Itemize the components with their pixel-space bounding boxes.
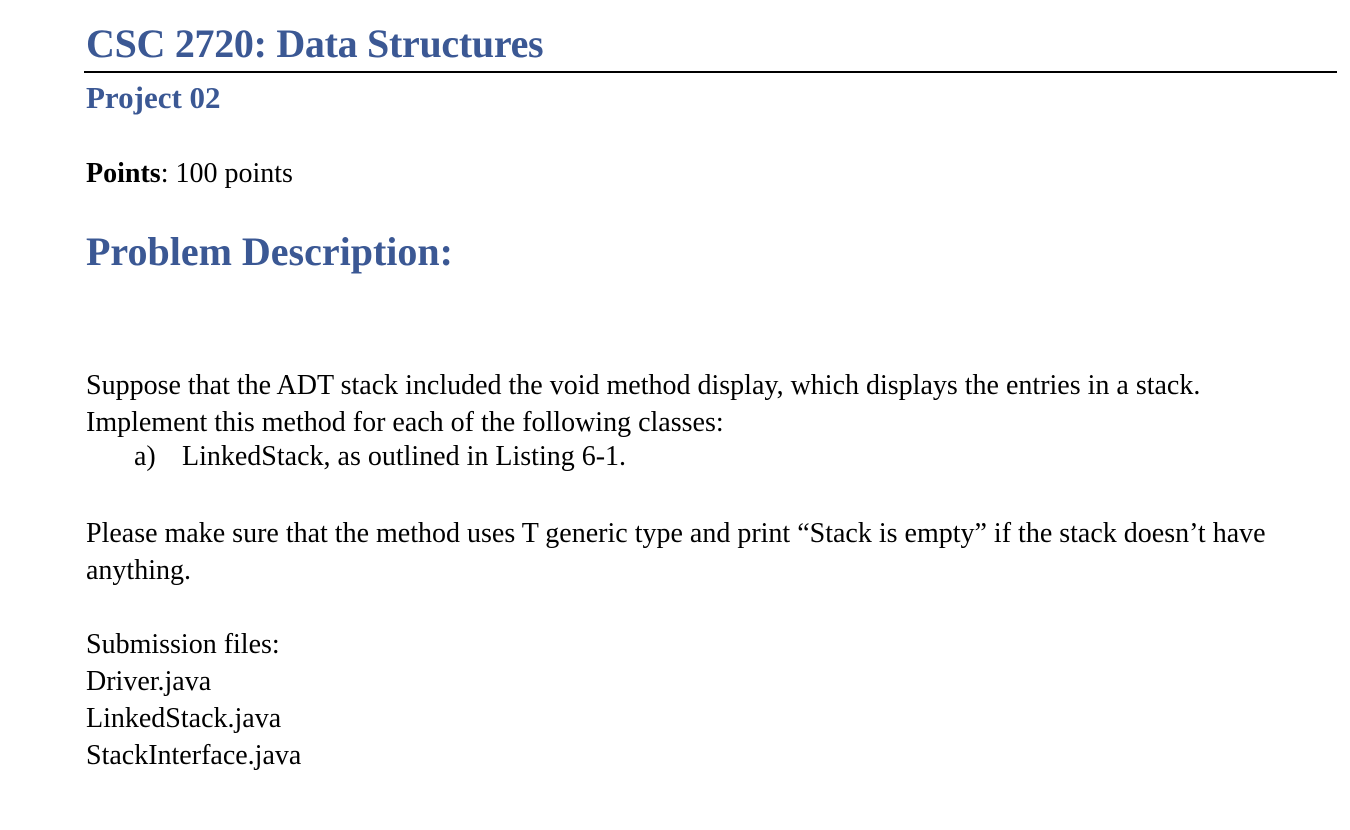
course-title: CSC 2720: Data Structures — [86, 21, 544, 66]
points-line: Points: 100 points — [86, 158, 293, 190]
section-heading: Problem Description: — [86, 229, 453, 274]
points-separator: : — [160, 158, 169, 189]
points-label: Points — [86, 158, 161, 189]
list-item: a) LinkedStack, as outlined in Listing 6-… — [134, 441, 626, 473]
submission-file: Driver.java — [86, 666, 212, 697]
project-subtitle: Project 02 — [86, 80, 221, 115]
submission-file: LinkedStack.java — [86, 703, 282, 734]
list-item-text: LinkedStack, as outlined in Listing 6-1. — [182, 441, 627, 472]
problem-paragraph: Suppose that the ADT stack included the … — [86, 370, 1201, 438]
submission-section: Submission files: Driver.java LinkedStac… — [86, 626, 1326, 774]
requirement-paragraph: Please make sure that the method uses T … — [86, 518, 1266, 586]
list-marker: a) — [134, 441, 156, 472]
points-value: 100 points — [168, 158, 293, 189]
submission-file: StackInterface.java — [86, 740, 302, 771]
submission-label: Submission files: — [86, 629, 280, 660]
title-divider — [84, 71, 1337, 73]
